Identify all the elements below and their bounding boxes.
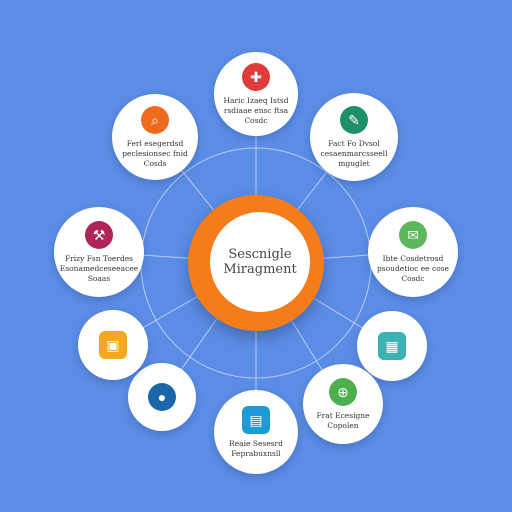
node-bottom-right-label: Frat Ecesigne Copolen bbox=[316, 410, 370, 430]
node-top-left-label: Ferl esegerdsd peclesionsec fnid Cosds bbox=[122, 138, 188, 168]
node-right-label: Ibte Cosdetrosd psoudetioc ee cose Cosdc bbox=[376, 253, 449, 283]
lock-icon: ⊕ bbox=[329, 377, 357, 406]
node-left-label: Frizy Fsn Toerdes Esonamedceseeacee Soaa… bbox=[59, 253, 139, 283]
wrench-icon: ⚒ bbox=[85, 220, 113, 249]
node-right[interactable]: ✉ Ibte Cosdetrosd psoudetioc ee cose Cos… bbox=[368, 207, 458, 297]
node-top-right[interactable]: ✎ Fact Fo Dvsol cesaenmarcsseell mguglet bbox=[310, 93, 398, 181]
user-icon: ● bbox=[148, 383, 176, 411]
node-bottom[interactable]: ▤ Reaie Sesesrd Feprabuxnsll bbox=[214, 390, 298, 474]
chat-icon: ✉ bbox=[399, 220, 427, 249]
puzzle-icon: ✚ bbox=[242, 62, 270, 91]
node-bottom-label: Reaie Sesesrd Feprabuxnsll bbox=[229, 438, 283, 458]
node-top[interactable]: ✚ Haric Izaeq Istsd rsdiaae ensc ftsa Co… bbox=[214, 52, 298, 136]
node-bottom-right[interactable]: ⊕ Frat Ecesigne Copolen bbox=[303, 364, 383, 444]
document-icon: ▤ bbox=[242, 405, 270, 434]
node-left[interactable]: ⚒ Frizy Fsn Toerdes Esonamedceseeacee So… bbox=[54, 207, 144, 297]
node-left-lower[interactable]: ▣ bbox=[78, 310, 148, 380]
node-top-right-label: Fact Fo Dvsol cesaenmarcsseell mguglet bbox=[320, 138, 388, 168]
apps-icon: ▣ bbox=[99, 331, 127, 359]
node-top-left[interactable]: ⌕ Ferl esegerdsd peclesionsec fnid Cosds bbox=[112, 94, 198, 180]
node-right-lower[interactable]: ▦ bbox=[357, 311, 427, 381]
grid-icon: ▦ bbox=[378, 332, 406, 360]
node-top-label: Haric Izaeq Istsd rsdiaae ensc ftsa Cosd… bbox=[223, 95, 289, 125]
tools-icon: ✎ bbox=[340, 105, 368, 134]
center-hub: Sescnigle Miragment bbox=[210, 212, 310, 312]
node-bottom-left[interactable]: ● bbox=[128, 363, 196, 431]
search-icon: ⌕ bbox=[141, 105, 169, 134]
center-title: Sescnigle Miragment bbox=[223, 247, 297, 277]
